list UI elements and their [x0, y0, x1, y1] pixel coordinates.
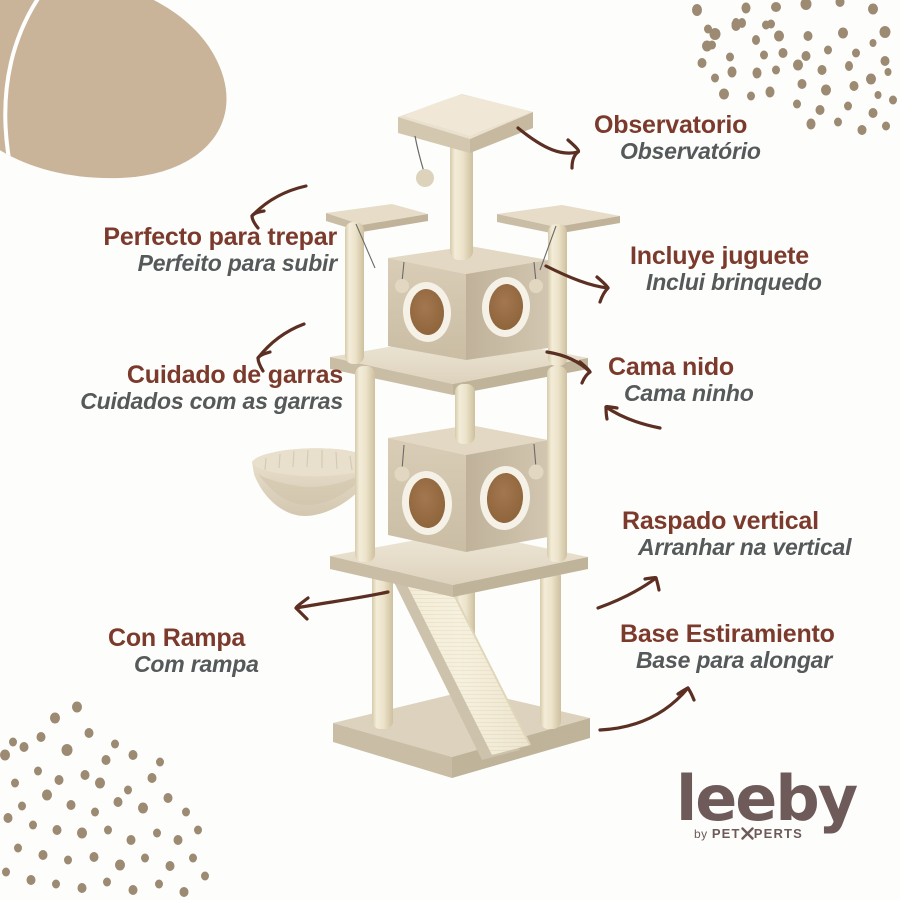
callout-base: Base Estiramiento Base para alongar [620, 621, 835, 673]
callout-raspado: Raspado vertical Arranhar na vertical [622, 507, 852, 560]
callout-garras-secondary: Cuidados com as garras [80, 388, 343, 414]
hanging-pompom-toy [414, 135, 434, 187]
callout-cama-secondary: Cama ninho [624, 380, 754, 406]
nest-hammock-bed [252, 448, 373, 516]
logo-by-text: by [694, 827, 708, 841]
logo-brand-right: PERTS [753, 826, 804, 841]
callout-base-secondary: Base para alongar [636, 647, 833, 673]
paw-x-icon [741, 827, 754, 840]
callout-rampa-secondary: Com rampa [134, 651, 259, 677]
callout-juguete: Incluye juguete Inclui brinquedo [630, 243, 822, 295]
callout-observatorio-secondary: Observatório [620, 138, 761, 164]
callout-raspado-primary: Raspado vertical [622, 507, 819, 535]
callout-cama-primary: Cama nido [608, 353, 734, 381]
callout-rampa: Con Rampa Com rampa [108, 625, 259, 677]
callout-trepar-primary: Perfecto para trepar [103, 223, 337, 251]
side-perch-left [326, 204, 428, 364]
sisal-ramp [389, 566, 531, 760]
sisal-post-top [450, 140, 473, 260]
lower-condo-house [388, 425, 548, 552]
callout-base-primary: Base Estiramiento [620, 620, 835, 648]
logo-wordmark: leeby [676, 762, 858, 835]
callout-garras: Cuidado de garras Cuidados com as garras [80, 362, 343, 414]
callout-juguete-secondary: Inclui brinquedo [646, 269, 822, 295]
callout-rampa-primary: Con Rampa [108, 624, 246, 652]
callout-trepar: Perfecto para trepar Perfeito para subir [103, 224, 337, 276]
sisal-posts-mid [355, 366, 567, 562]
top-observation-platform [398, 94, 533, 153]
logo-brand-left: PET [711, 826, 741, 841]
upper-condo-house [388, 246, 548, 360]
callout-observatorio-primary: Observatorio [594, 111, 748, 139]
callout-cama: Cama nido Cama ninho [608, 354, 754, 406]
lower-shelf [330, 531, 588, 597]
product-group [252, 94, 620, 778]
callout-garras-primary: Cuidado de garras [126, 361, 343, 389]
logo-tagline: by PET PERTS [676, 826, 876, 841]
callout-raspado-secondary: Arranhar na vertical [638, 534, 852, 560]
base-platform [333, 690, 590, 778]
side-perch-right [497, 205, 620, 366]
callout-juguete-primary: Incluye juguete [630, 242, 809, 270]
callout-trepar-secondary: Perfeito para subir [137, 250, 338, 276]
brand-logo: leeby by PET PERTS [676, 768, 876, 860]
callout-observatorio: Observatorio Observatório [594, 112, 761, 164]
